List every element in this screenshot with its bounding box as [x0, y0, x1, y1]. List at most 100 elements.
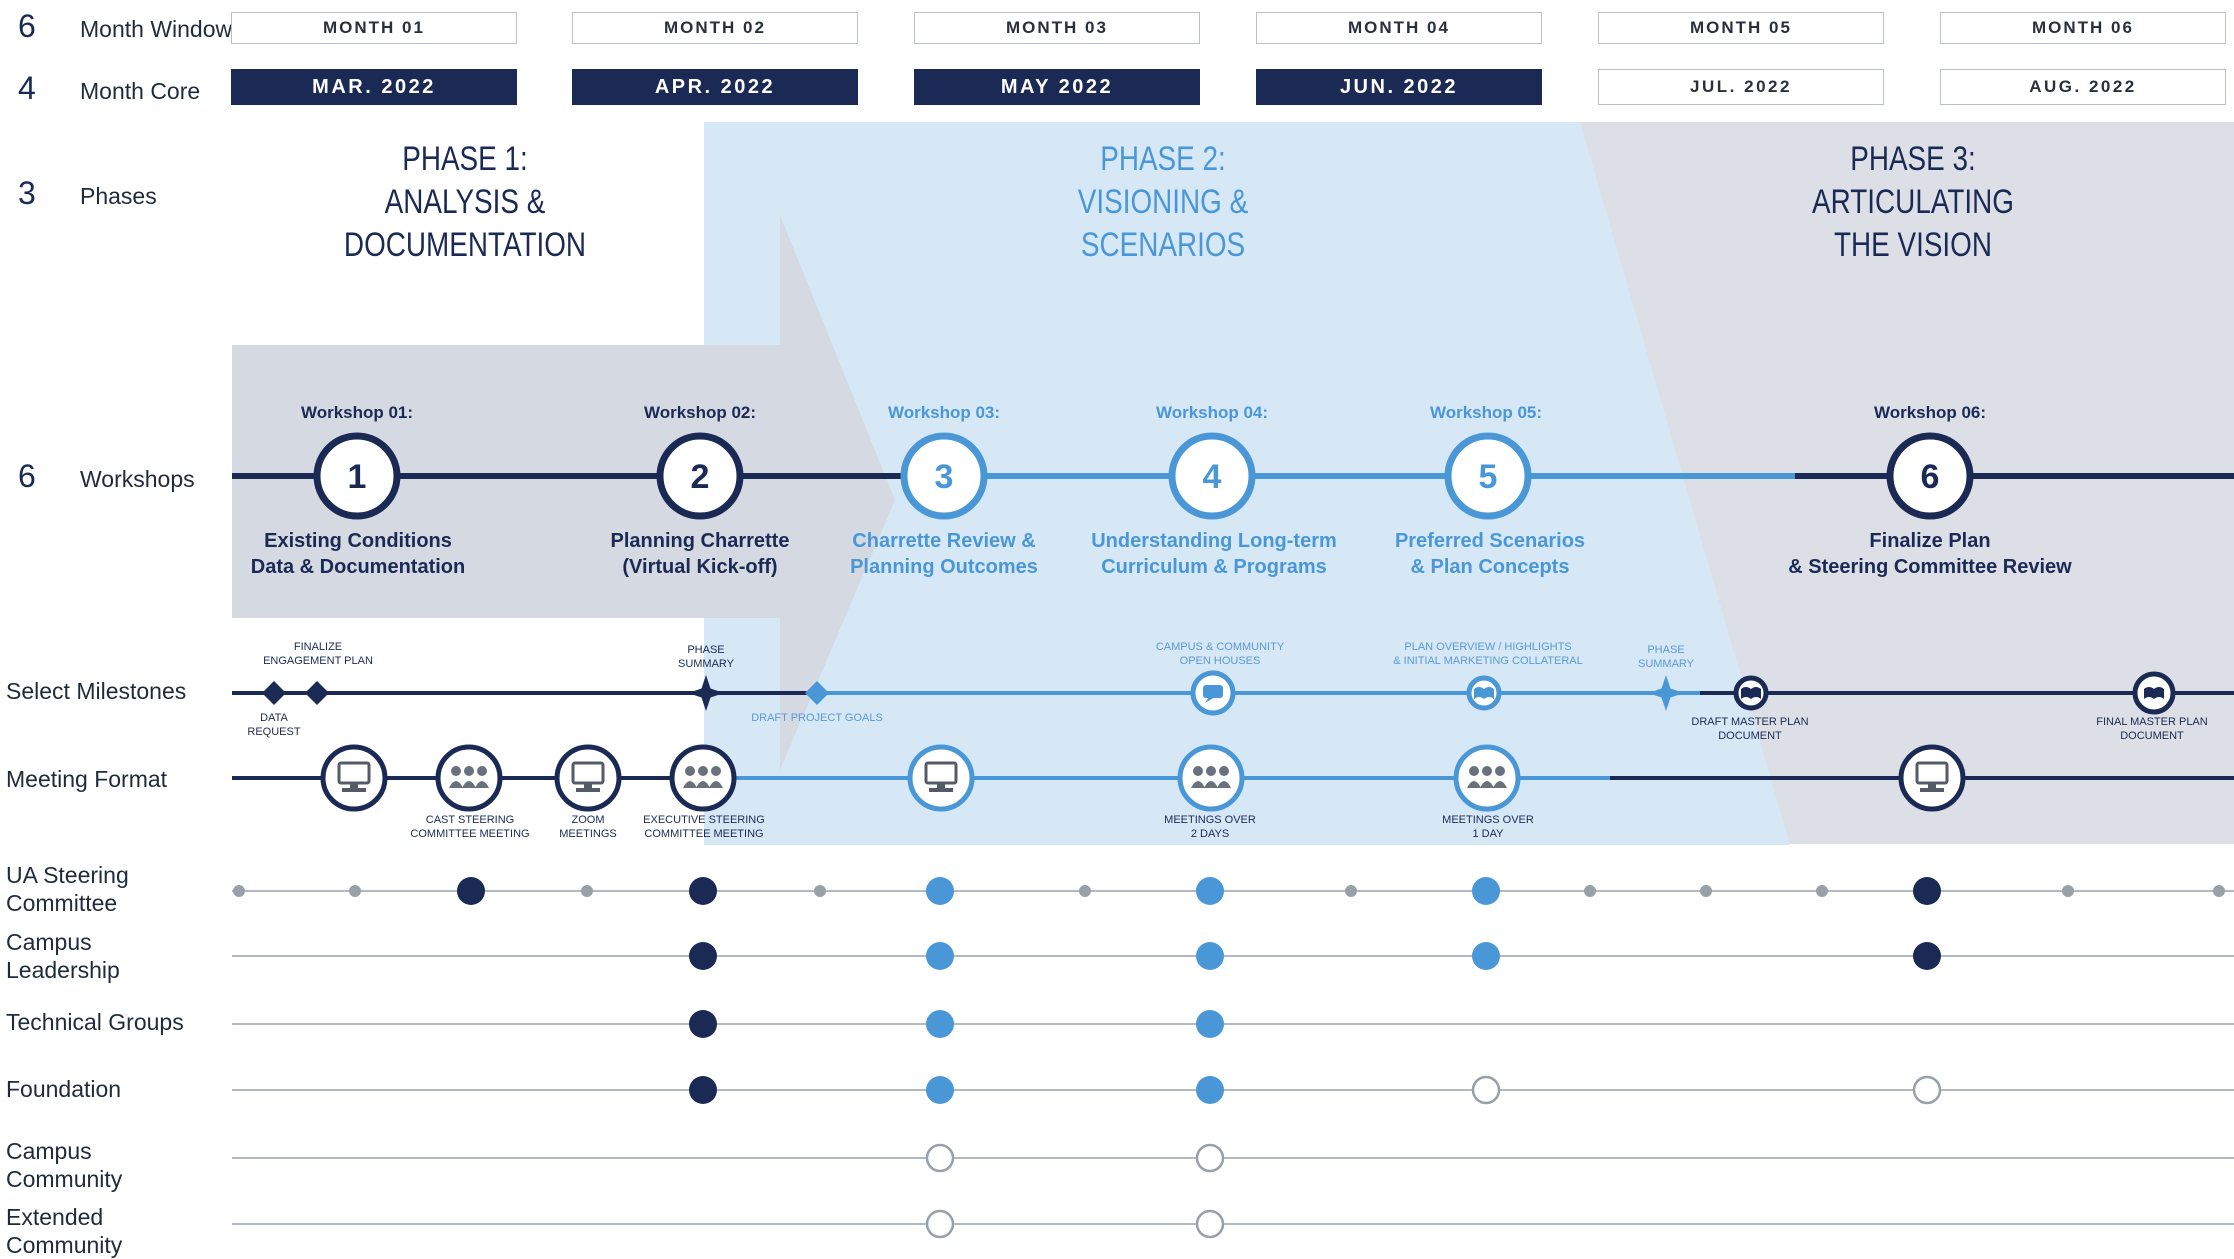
- milestone-label: PHASE SUMMARY: [656, 643, 756, 671]
- row-number: 3: [18, 175, 36, 211]
- computer-stand: [350, 783, 358, 788]
- milestone-label-line: & INITIAL MARKETING COLLATERAL: [1393, 655, 1583, 667]
- row-label-milestones: Select Milestones: [6, 678, 187, 704]
- stakeholder-label: Technical Groups: [6, 1008, 216, 1036]
- people-icon-head: [1193, 766, 1203, 776]
- people-icon-head: [1219, 766, 1229, 776]
- minor-touchpoint-dot: [1345, 885, 1357, 897]
- stakeholder-label: Foundation: [6, 1075, 216, 1103]
- meeting-format-circle: [435, 744, 503, 812]
- meeting-label: CAST STEERING COMMITTEE MEETING: [400, 813, 540, 841]
- row-label-text: Month Core: [80, 78, 201, 104]
- workshop-desc-line: Planning Charrette: [610, 530, 790, 552]
- month-core-box: JUL. 2022: [1598, 69, 1884, 105]
- month-core-box: APR. 2022: [572, 69, 858, 105]
- people-icon-head: [685, 766, 695, 776]
- computer-base: [342, 788, 366, 792]
- meeting-label: MEETINGS OVER 2 DAYS: [1150, 813, 1270, 841]
- workshop-desc-line: Understanding Long-term: [1091, 530, 1337, 552]
- phase-title-line: VISIONING &: [1077, 183, 1249, 221]
- phase-title-line: THE VISION: [1833, 226, 1993, 264]
- stakeholder-label-line: Extended: [6, 1204, 104, 1230]
- phase-title-line: PHASE 3:: [1850, 140, 1976, 178]
- computer-base: [576, 788, 600, 792]
- minor-touchpoint-dot: [2062, 885, 2074, 897]
- computer-base: [929, 788, 953, 792]
- computer-icon: [1915, 761, 1949, 785]
- people-icon-head: [1482, 766, 1492, 776]
- minor-touchpoint-dot: [1079, 885, 1091, 897]
- month-window-box: MONTH 04: [1256, 12, 1542, 44]
- phase-title-line: ARTICULATING: [1812, 183, 2014, 221]
- stakeholder-label-line: Community: [6, 1232, 123, 1258]
- stakeholder-label-line: Technical Groups: [6, 1009, 184, 1035]
- row-label-text: Month Window: [80, 16, 233, 42]
- engagement-dot-dark: [689, 1010, 717, 1038]
- workshop-desc-line: Planning Outcomes: [850, 556, 1038, 578]
- milestone-label-line: DATA: [260, 712, 288, 724]
- engagement-dot-open: [1195, 1209, 1225, 1239]
- people-icon-head: [1469, 766, 1479, 776]
- meeting-label-line: ZOOM: [571, 814, 605, 826]
- stakeholder-label-line: UA Steering: [6, 862, 129, 888]
- engagement-dot-light: [926, 1076, 954, 1104]
- milestone-label-line: SUMMARY: [677, 658, 735, 670]
- row-label-meeting-format: Meeting Format: [6, 766, 168, 792]
- milestone-label-line: FINAL MASTER PLAN: [2096, 716, 2208, 728]
- workshop-3-circle: [900, 432, 988, 520]
- computer-stand: [584, 783, 592, 788]
- phase-3-title: PHASE 3: ARTICULATING THE VISION: [1749, 138, 2077, 267]
- people-icon-body: [1204, 781, 1218, 788]
- milestone-diamond: [262, 681, 286, 705]
- workshop-desc-line: Finalize Plan: [1869, 530, 1991, 552]
- month-core-box: MAR. 2022: [231, 69, 517, 105]
- book-icon: [1741, 687, 1761, 699]
- engagement-dot-open: [925, 1143, 955, 1173]
- minor-touchpoint-dot: [2213, 885, 2225, 897]
- stakeholder-label: Campus Community: [6, 1137, 216, 1193]
- computer-icon: [924, 761, 958, 785]
- milestone-label-line: REQUEST: [247, 726, 301, 738]
- workshop-1-description: Existing Conditions Data & Documentation: [208, 528, 508, 580]
- workshop-5-number: 5: [1479, 458, 1498, 496]
- people-icon-body: [709, 781, 723, 788]
- milestone-label-line: ENGAGEMENT PLAN: [263, 655, 373, 667]
- people-icon-body: [449, 781, 463, 788]
- workshop-2-description: Planning Charrette (Virtual Kick-off): [550, 528, 850, 580]
- stakeholder-label-line: Leadership: [6, 957, 120, 983]
- meeting-format-circle: [669, 744, 737, 812]
- meeting-label-line: 1 DAY: [1472, 828, 1504, 840]
- computer-icon: [571, 761, 605, 785]
- workshop-desc-line: & Plan Concepts: [1410, 556, 1570, 578]
- workshop-desc-line: Curriculum & Programs: [1101, 556, 1327, 578]
- people-icon-head: [1495, 766, 1505, 776]
- people-icon-head: [477, 766, 487, 776]
- milestone-label-line: DOCUMENT: [2120, 730, 2184, 742]
- people-icon-head: [1206, 766, 1216, 776]
- workshop-6-heading: Workshop 06:: [1873, 403, 1987, 422]
- meeting-label-line: EXECUTIVE STEERING: [643, 814, 765, 826]
- month-window-box: MONTH 03: [914, 12, 1200, 44]
- milestone-label-line: FINALIZE: [293, 641, 343, 653]
- month-window-box: MONTH 02: [572, 12, 858, 44]
- milestone-label-line: OPEN HOUSES: [1179, 655, 1261, 667]
- people-icon-body: [683, 781, 697, 788]
- workshop-2-heading: Workshop 02:: [643, 403, 757, 422]
- meeting-label-line: 2 DAYS: [1190, 828, 1230, 840]
- minor-touchpoint-dot: [581, 885, 593, 897]
- workshop-6-circle: [1886, 432, 1974, 520]
- workshop-3-heading: Workshop 03:: [887, 403, 1001, 422]
- month-core-box: AUG. 2022: [1940, 69, 2226, 105]
- people-icon-head: [451, 766, 461, 776]
- workshop-2-circle: [656, 432, 744, 520]
- people-icon-head: [464, 766, 474, 776]
- meeting-label-line: MEETINGS OVER: [1442, 814, 1534, 826]
- month-window-box: MONTH 06: [1940, 12, 2226, 44]
- phase-2-title: PHASE 2: VISIONING & SCENARIOS: [999, 138, 1327, 267]
- engagement-dot-dark: [1913, 942, 1941, 970]
- engagement-dot-light: [1196, 1010, 1224, 1038]
